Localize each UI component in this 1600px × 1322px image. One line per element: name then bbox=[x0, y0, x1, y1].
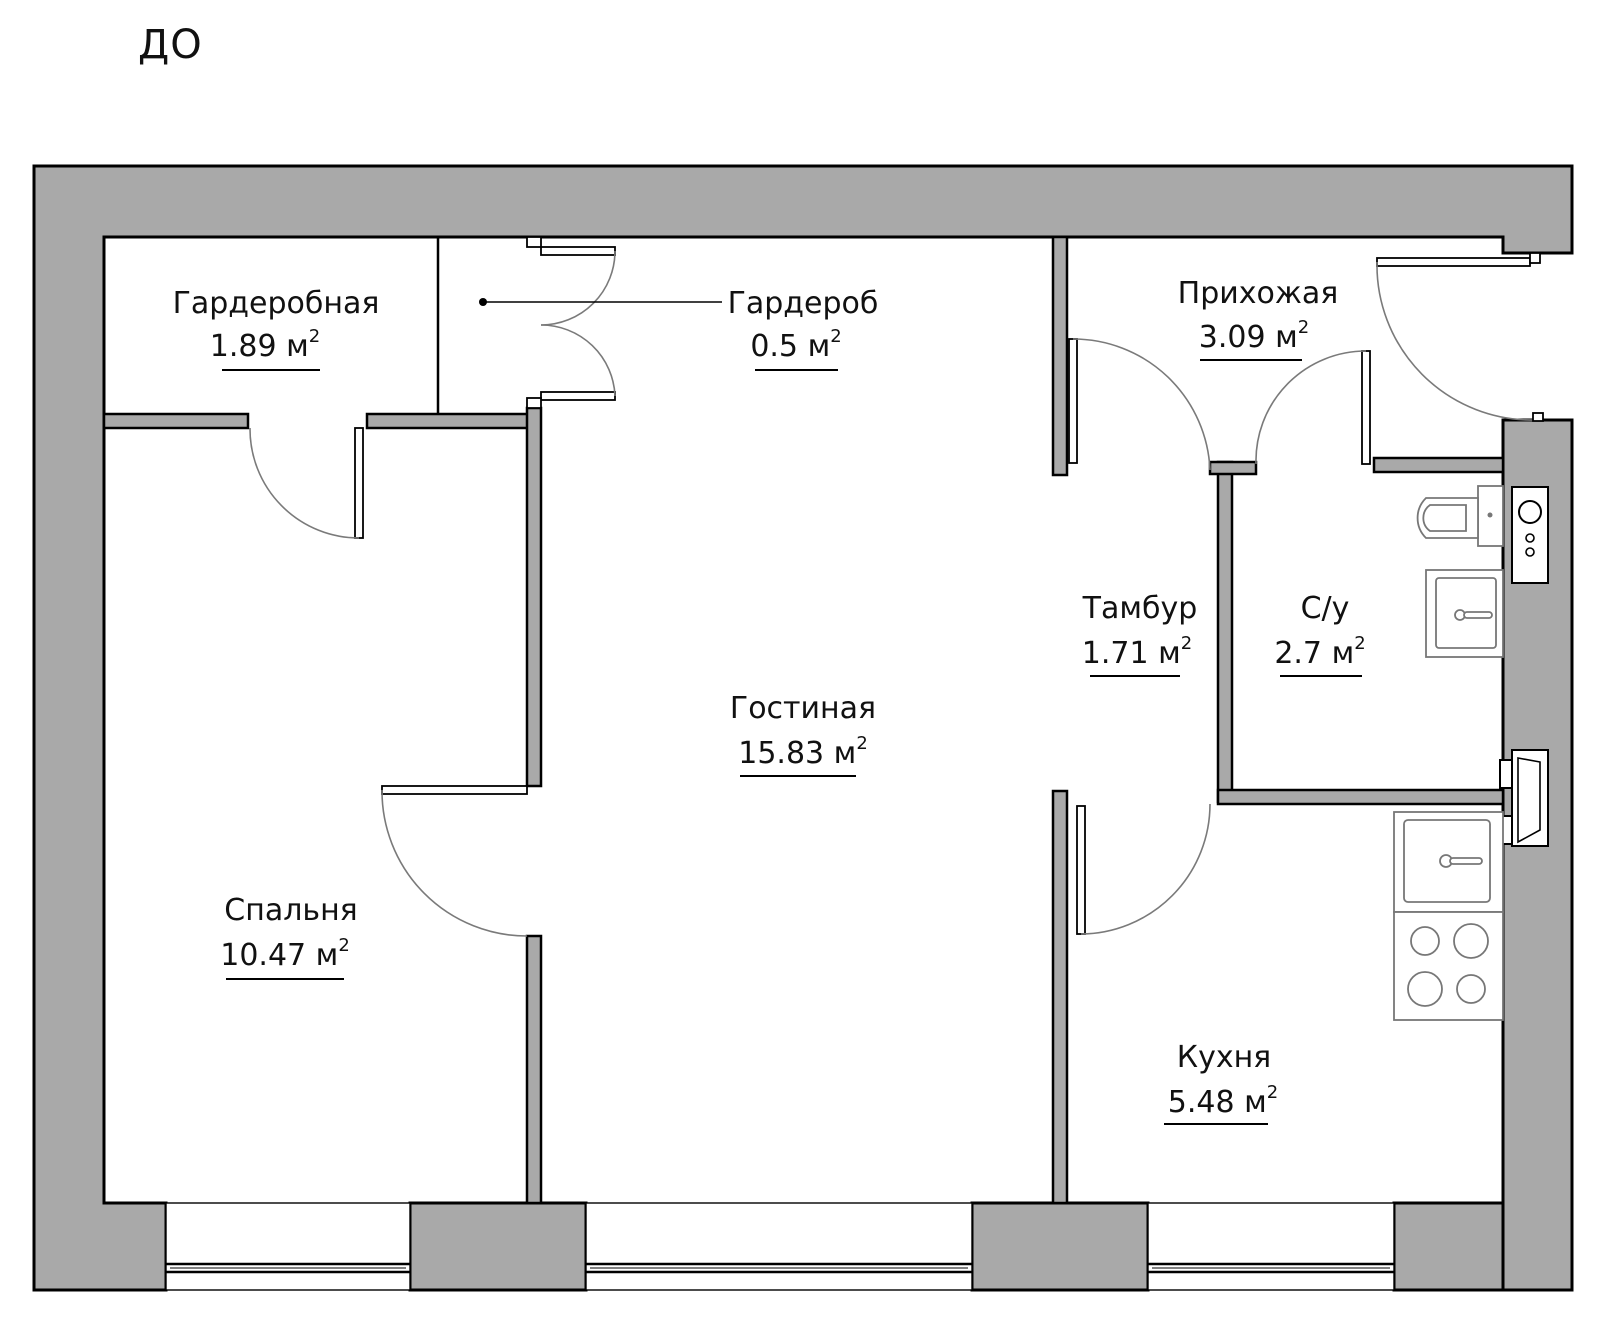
room-area: 15.83 bbox=[738, 736, 824, 771]
room-label-living: Гостиная 15.83 м2 bbox=[730, 691, 876, 777]
svg-text:1.89 м2: 1.89 м2 bbox=[210, 326, 320, 364]
room-name: Прихожая bbox=[1178, 276, 1339, 311]
room-name: Гардеробная bbox=[173, 286, 380, 321]
area-unit-sup: 2 bbox=[1267, 1082, 1278, 1103]
room-label-wc: С/у 2.7 м2 bbox=[1274, 591, 1366, 677]
room-area: 5.48 bbox=[1168, 1085, 1235, 1120]
room-area: 0.5 bbox=[750, 329, 798, 364]
room-label-bedroom: Спальня 10.47 м2 bbox=[220, 893, 358, 980]
kitchen-sink-icon bbox=[1393, 811, 1504, 913]
page-heading: ДО bbox=[138, 22, 203, 68]
room-area: 1.71 bbox=[1082, 636, 1149, 671]
room-area: 2.7 bbox=[1274, 636, 1322, 671]
room-label-hall: Прихожая 3.09 м2 bbox=[1178, 276, 1339, 361]
svg-text:5.48 м2: 5.48 м2 bbox=[1168, 1082, 1278, 1120]
area-unit: м bbox=[316, 938, 339, 973]
room-area: 10.47 bbox=[220, 938, 306, 973]
doors bbox=[249, 236, 1544, 937]
room-name: С/у bbox=[1301, 591, 1350, 626]
room-name: Гардероб bbox=[728, 286, 879, 321]
area-unit-sup: 2 bbox=[309, 326, 320, 347]
room-area: 3.09 bbox=[1199, 320, 1266, 355]
area-unit: м bbox=[286, 329, 309, 364]
area-unit-sup: 2 bbox=[830, 326, 841, 347]
wardrobe-leader-line bbox=[479, 298, 722, 306]
room-name: Кухня bbox=[1177, 1040, 1271, 1075]
room-name: Гостиная bbox=[730, 691, 876, 726]
room-name: Тамбур bbox=[1082, 591, 1198, 626]
toilet-icon bbox=[1416, 485, 1504, 547]
area-unit: м bbox=[1244, 1085, 1267, 1120]
svg-text:10.47 м2: 10.47 м2 bbox=[220, 935, 350, 973]
svg-text:15.83 м2: 15.83 м2 bbox=[738, 733, 868, 771]
room-label-wardrobe: Гардероб 0.5 м2 bbox=[728, 286, 879, 371]
fixtures bbox=[1393, 485, 1549, 1021]
area-unit-sup: 2 bbox=[1181, 633, 1192, 654]
area-unit: м bbox=[808, 329, 831, 364]
room-area: 1.89 bbox=[210, 329, 277, 364]
room-label-kitchen: Кухня 5.48 м2 bbox=[1164, 1040, 1278, 1125]
wash-basin-icon bbox=[1425, 569, 1504, 658]
meter-box-icon bbox=[1499, 749, 1549, 847]
svg-text:2.7 м2: 2.7 м2 bbox=[1274, 633, 1365, 671]
area-unit: м bbox=[1158, 636, 1181, 671]
area-unit-sup: 2 bbox=[856, 733, 867, 754]
room-label-walkin: Гардеробная 1.89 м2 bbox=[173, 286, 380, 371]
area-unit: м bbox=[1332, 636, 1355, 671]
boiler-icon bbox=[1511, 486, 1549, 584]
svg-text:1.71 м2: 1.71 м2 bbox=[1082, 633, 1192, 671]
area-unit: м bbox=[834, 736, 857, 771]
svg-text:3.09 м2: 3.09 м2 bbox=[1199, 317, 1309, 355]
room-name: Спальня bbox=[224, 893, 357, 928]
svg-text:0.5 м2: 0.5 м2 bbox=[750, 326, 841, 364]
room-label-vestibule: Тамбур 1.71 м2 bbox=[1082, 591, 1198, 677]
area-unit-sup: 2 bbox=[1298, 317, 1309, 338]
area-unit-sup: 2 bbox=[1354, 633, 1365, 654]
windows bbox=[165, 1202, 1395, 1291]
area-unit: м bbox=[1275, 320, 1298, 355]
stove-icon bbox=[1393, 911, 1504, 1021]
area-unit-sup: 2 bbox=[338, 935, 349, 956]
